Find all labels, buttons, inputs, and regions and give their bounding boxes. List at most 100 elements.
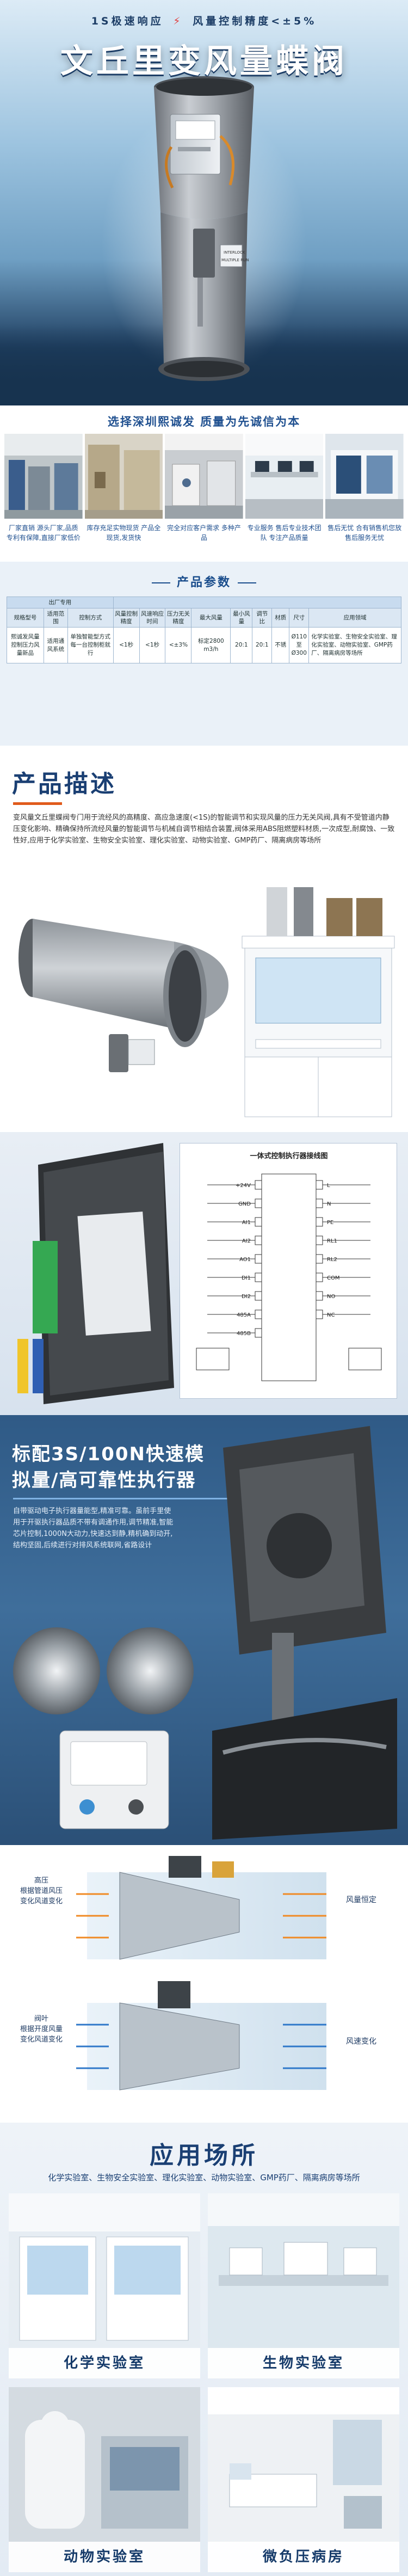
animal-lab-photo — [9, 2387, 200, 2572]
params-group-spacer — [113, 597, 402, 608]
wiring-terminal-label: L — [327, 1183, 330, 1189]
wiring-terminal — [255, 1198, 262, 1208]
params-col-header: 调节比 — [252, 608, 273, 628]
factory-slogan: 选择深圳熙诚发 质量为先诚信为本 — [107, 415, 301, 428]
wiring-terminal — [255, 1291, 262, 1301]
app-label-biology: 生物实验室 — [208, 2348, 399, 2378]
wiring-terminal — [255, 1235, 262, 1245]
params-cell-response: <1秒 — [139, 627, 166, 663]
params-cell-max-air: 标定2800 m3/h — [191, 627, 231, 663]
params-table: 出厂专用 规格型号 适用范围 控制方式 风量控制精度 风速响应时间 压力无关精度… — [7, 597, 402, 663]
actuator-box-icon — [17, 1143, 174, 1404]
desc-text: 变风量文丘里蝶阀专门用于流经风的高精度、高应急速度(<1S)的智能调节和实现风量… — [13, 814, 395, 845]
wiring-terminal-label: RL2 — [327, 1257, 337, 1263]
wiring-terminal — [255, 1180, 262, 1190]
negative-pressure-ward-photo — [208, 2387, 399, 2572]
apps-title: 应用场所 — [150, 2142, 258, 2169]
hero-banner: 1S极速响应 ⚡ 风量控制精度<±5% 文丘里变风量蝶阀 — [0, 0, 408, 405]
biology-lab-photo — [208, 2193, 399, 2378]
params-cell-application: 化学实验室、生物安全实验室、理化实验室、动物实验室、GMP药厂、隔离病房等场所 — [308, 627, 401, 663]
wiring-title: 一体式控制执行器接线图 — [250, 1152, 328, 1160]
params-col-header: 最小风量 — [230, 608, 253, 628]
wiring-terminal — [316, 1235, 323, 1245]
rd-office-photo — [245, 434, 324, 519]
params-col-header: 压力无关精度 — [165, 608, 192, 628]
wiring-terminal — [255, 1328, 262, 1338]
wiring-terminal-label: RL1 — [327, 1238, 337, 1244]
actuator-assembly-icon — [212, 1426, 397, 1840]
wiring-terminal — [316, 1254, 323, 1264]
params-col-header: 风速响应时间 — [139, 608, 166, 628]
wiring-terminal-label: COM — [327, 1275, 339, 1281]
app-label-ward: 微负压病房 — [208, 2542, 399, 2572]
wiring-terminal — [316, 1198, 323, 1208]
airflow-cutaway-top — [76, 1856, 326, 1960]
params-col-header: 最大风量 — [191, 608, 231, 628]
wiring-terminal-label: +24V — [236, 1183, 251, 1189]
hero-tagline-left: 1S极速响应 — [91, 15, 164, 27]
factory-caption: 厂家直销 源头厂家,品质专利有保障,直接厂家低价 — [6, 524, 81, 542]
controller-module-icon — [59, 1730, 169, 1829]
desc-title-underline — [13, 802, 62, 805]
wiring-terminal — [316, 1309, 323, 1319]
wiring-terminal-label: NO — [327, 1294, 335, 1300]
wiring-terminal — [316, 1180, 323, 1190]
params-cell-min-air: 20:1 — [230, 627, 253, 663]
params-title: 产品参数 — [145, 573, 263, 590]
actuator-text: 自带驱动电子执行器量能型,精准可靠。虽前手里使用于开驱执行器品质不带有调通作用,… — [13, 1507, 174, 1550]
airflow-top-right-label: 风量恒定 — [346, 1896, 376, 1904]
factory-workshop-photo — [4, 434, 83, 519]
production-line-photo — [165, 434, 243, 519]
params-cell-scope: 适用通风系统 — [43, 627, 68, 663]
label-plate-1: INTERLOCK — [224, 250, 245, 255]
showroom-photo — [325, 434, 404, 519]
params-col-header: 风量控制精度 — [113, 608, 140, 628]
wiring-terminal-label: AI1 — [242, 1220, 251, 1226]
params-col-header: 应用领域 — [308, 608, 401, 628]
actuator-section: 标配3S/100N快速模 拟量/高可靠性执行器 自带驱动电子执行器量能型,精准可… — [0, 1415, 408, 1845]
wiring-terminal-label: DI2 — [242, 1294, 251, 1300]
wiring-terminal — [316, 1272, 323, 1282]
params-header: 产品参数 — [0, 573, 408, 590]
label-plate-2: MULTIPLE RUN — [221, 258, 249, 262]
wiring-terminal-label: 485B — [237, 1331, 251, 1337]
params-col-header: 适用范围 — [43, 608, 68, 628]
params-col-header: 控制方式 — [67, 608, 114, 628]
animal-lab-card: 动物实验室 — [9, 2387, 200, 2572]
actuator-title-underline — [13, 1498, 231, 1499]
wiring-terminal — [255, 1254, 262, 1264]
params-col-header: 规格型号 — [7, 608, 44, 628]
params-col-header: 尺寸 — [289, 608, 310, 628]
airflow-top-left-label: 高压 根据管道风压 变化风道变化 — [20, 1877, 63, 1905]
params-header-row: 规格型号 适用范围 控制方式 风量控制精度 风速响应时间 压力无关精度 最大风量… — [7, 608, 401, 628]
biology-lab-card: 生物实验室 — [208, 2193, 399, 2378]
app-label-animal: 动物实验室 — [9, 2542, 200, 2572]
hero-tagline: 1S极速响应 ⚡ 风量控制精度<±5% — [0, 13, 408, 28]
wiring-terminal — [316, 1291, 323, 1301]
desc-title: 产品描述 — [12, 770, 116, 798]
wiring-terminal-label: 485A — [237, 1312, 251, 1318]
factory-section: 选择深圳熙诚发 质量为先诚信为本 — [0, 405, 408, 562]
fume-hood-icon — [242, 887, 395, 1117]
factory-photo-strip — [4, 434, 404, 519]
wiring-terminal-label: AO1 — [239, 1257, 251, 1263]
wiring-terminal-label: GND — [238, 1201, 251, 1207]
apps-subtitle: 化学实验室、生物安全实验室、理化实验室、动物实验室、GMP药厂、隔离病房等场所 — [48, 2173, 360, 2182]
wiring-terminal-label: N — [327, 1201, 331, 1207]
params-data-row: 熙诚发风量控制压力风量新品 适用通风系统 单独智能型方式每一台控制柜就行 <1秒… — [7, 627, 401, 663]
chemistry-lab-photo — [9, 2193, 200, 2378]
wiring-terminal — [255, 1217, 262, 1227]
params-cell-ratio: 20:1 — [252, 627, 273, 663]
factory-caption: 完全对应客户需求 多种产品 — [167, 524, 241, 542]
wiring-terminal-label: NC — [327, 1312, 335, 1318]
desc-scene — [18, 887, 395, 1117]
wiring-terminal-label: DI1 — [242, 1275, 251, 1281]
factory-caption: 专业服务 售后专业技术团队 专注产品质量 — [247, 524, 322, 542]
factory-caption: 售后无忧 合有销售机您放售后服务无忧 — [327, 524, 402, 542]
lightning-icon: ⚡ — [173, 15, 183, 27]
wiring-terminal — [316, 1217, 323, 1227]
